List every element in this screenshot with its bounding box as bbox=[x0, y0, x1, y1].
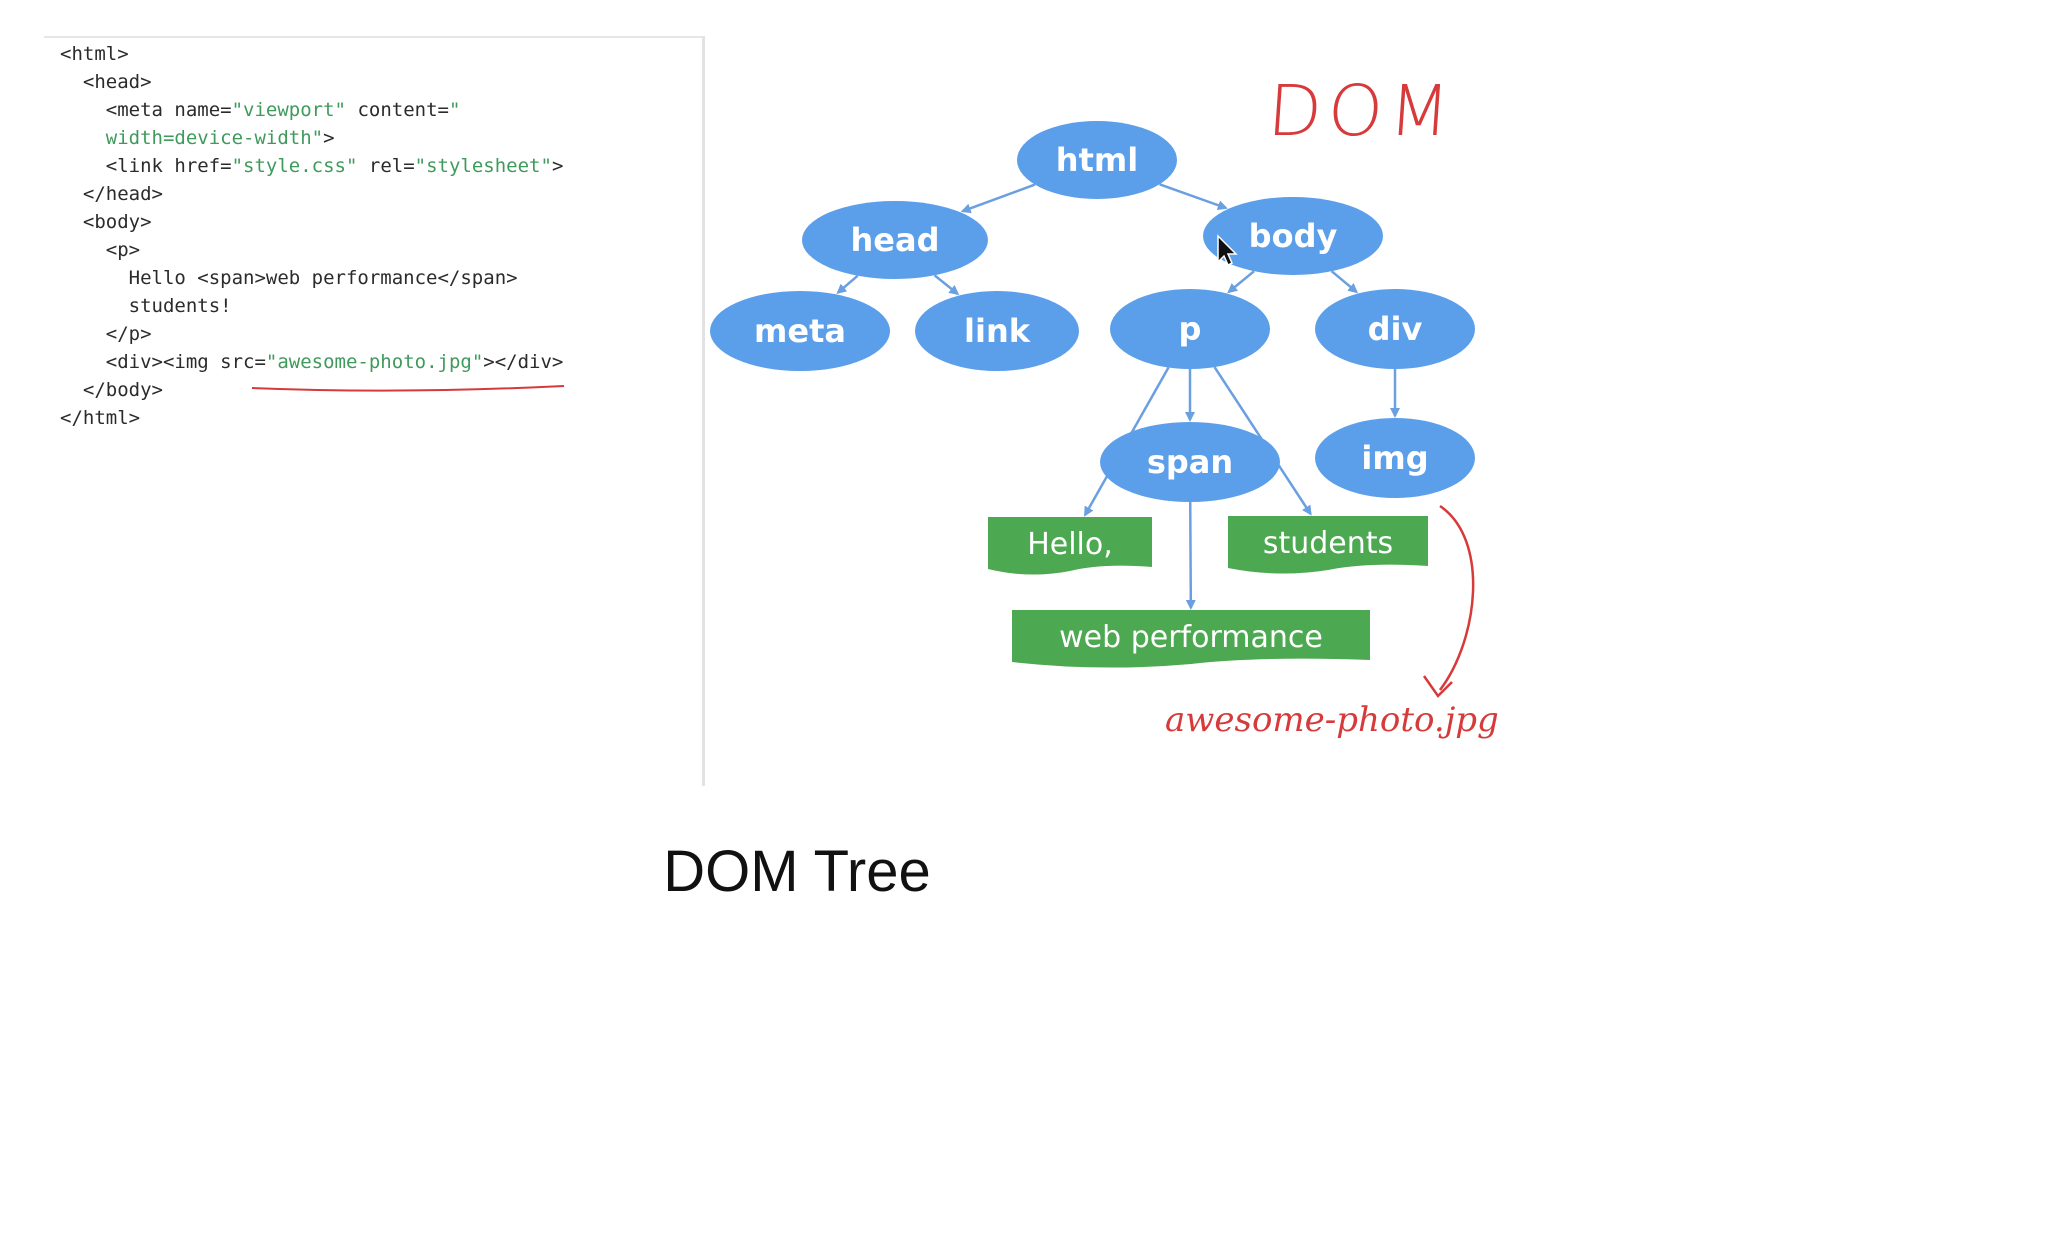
img-to-photo-arrow-annotation bbox=[1422, 504, 1475, 698]
code-token: > bbox=[551, 155, 564, 177]
text-node-label: web performance bbox=[1059, 620, 1323, 655]
code-line: students! bbox=[60, 292, 563, 320]
code-token: rel= bbox=[357, 155, 415, 177]
node-p: p bbox=[1110, 289, 1270, 369]
code-token: <div><img src= bbox=[105, 351, 266, 373]
code-token: <link href= bbox=[105, 155, 232, 177]
edge-html-to-body bbox=[1159, 183, 1228, 211]
code-panel: <html> <head> <meta name="viewport" cont… bbox=[44, 36, 705, 786]
text-node-box bbox=[1228, 516, 1428, 574]
code-line: width=device-width"> bbox=[60, 124, 563, 152]
edge-html-to-head bbox=[960, 183, 1036, 214]
node-span: span bbox=[1100, 422, 1280, 502]
code-line: <html> bbox=[60, 40, 563, 68]
code-token: </p> bbox=[105, 323, 152, 345]
text-node-hello: Hello, bbox=[988, 517, 1152, 575]
element-node-label: html bbox=[1056, 141, 1138, 179]
code-line: Hello <span>web performance</span> bbox=[60, 264, 563, 292]
html-source-code: <html> <head> <meta name="viewport" cont… bbox=[60, 40, 563, 432]
code-line: </body> bbox=[60, 376, 563, 404]
code-token: </html> bbox=[60, 407, 141, 429]
slide-caption: DOM Tree bbox=[663, 839, 931, 904]
element-node-label: body bbox=[1249, 217, 1338, 255]
text-node-box bbox=[988, 517, 1152, 575]
code-line: </p> bbox=[60, 320, 563, 348]
code-line: <meta name="viewport" content=" bbox=[60, 96, 563, 124]
element-node-ellipse bbox=[1203, 197, 1383, 275]
edge-head-to-link bbox=[933, 274, 960, 296]
element-node-ellipse bbox=[1100, 422, 1280, 502]
element-node-ellipse bbox=[1110, 289, 1270, 369]
element-node-label: link bbox=[964, 312, 1031, 350]
element-node-ellipse bbox=[1017, 121, 1177, 199]
awesome-photo-annotation: awesome-photo.jpg bbox=[1165, 700, 1499, 740]
code-token: <p> bbox=[105, 239, 141, 261]
text-node-webperf: web performance bbox=[1012, 610, 1370, 668]
node-html: html bbox=[1017, 121, 1177, 199]
text-node-box bbox=[1012, 610, 1370, 668]
code-string: "stylesheet" bbox=[414, 155, 552, 177]
node-meta: meta bbox=[710, 291, 890, 371]
code-string: width=device-width" bbox=[105, 127, 324, 149]
element-node-ellipse bbox=[915, 291, 1079, 371]
element-node-label: img bbox=[1361, 439, 1428, 477]
node-body: body bbox=[1203, 197, 1383, 275]
code-token: <meta name= bbox=[105, 99, 232, 121]
text-node-label: students bbox=[1263, 526, 1393, 561]
node-head: head bbox=[802, 201, 988, 279]
element-node-label: span bbox=[1147, 443, 1233, 481]
element-node-ellipse bbox=[1315, 289, 1475, 369]
element-node-label: meta bbox=[754, 312, 846, 350]
node-link: link bbox=[915, 291, 1079, 371]
src-underline-annotation bbox=[251, 385, 565, 392]
text-node-students: students bbox=[1228, 516, 1428, 574]
text-node-label: Hello, bbox=[1027, 527, 1113, 562]
element-node-ellipse bbox=[1315, 418, 1475, 498]
code-token: content= bbox=[346, 99, 449, 121]
code-token: Hello <span>web performance</span> bbox=[128, 267, 518, 289]
code-line: <body> bbox=[60, 208, 563, 236]
code-token: </head> bbox=[82, 183, 163, 205]
code-token: <head> bbox=[82, 71, 152, 93]
code-token: > bbox=[323, 127, 335, 149]
element-node-label: head bbox=[851, 221, 940, 259]
code-token: <html> bbox=[60, 43, 129, 65]
edge-body-to-p bbox=[1227, 270, 1255, 294]
code-line: </html> bbox=[60, 404, 563, 432]
node-img: img bbox=[1315, 418, 1475, 498]
mouse-cursor-icon bbox=[1217, 234, 1238, 267]
code-token: students! bbox=[128, 295, 232, 317]
element-node-ellipse bbox=[802, 201, 988, 279]
code-line: <div><img src="awesome-photo.jpg"></div> bbox=[60, 348, 564, 376]
code-token: ></div> bbox=[483, 351, 564, 373]
code-string: "style.css" bbox=[231, 155, 358, 177]
edge-body-to-div bbox=[1330, 270, 1359, 294]
edge-head-to-meta bbox=[836, 274, 859, 295]
code-string: " bbox=[448, 99, 461, 121]
code-token: <body> bbox=[82, 211, 152, 233]
element-node-label: div bbox=[1368, 310, 1423, 348]
edge-span-to-t-webperf bbox=[1185, 501, 1196, 610]
code-string: "awesome-photo.jpg" bbox=[265, 351, 484, 373]
code-line: </head> bbox=[60, 180, 563, 208]
node-div: div bbox=[1315, 289, 1475, 369]
code-token: </body> bbox=[82, 379, 163, 401]
element-node-label: p bbox=[1179, 310, 1202, 348]
code-line: <link href="style.css" rel="stylesheet"> bbox=[60, 152, 564, 180]
element-node-ellipse bbox=[710, 291, 890, 371]
code-line: <head> bbox=[60, 68, 563, 96]
dom-title-annotation: DOM bbox=[1265, 70, 1459, 152]
code-line: <p> bbox=[60, 236, 563, 264]
code-string: "viewport" bbox=[231, 99, 346, 121]
